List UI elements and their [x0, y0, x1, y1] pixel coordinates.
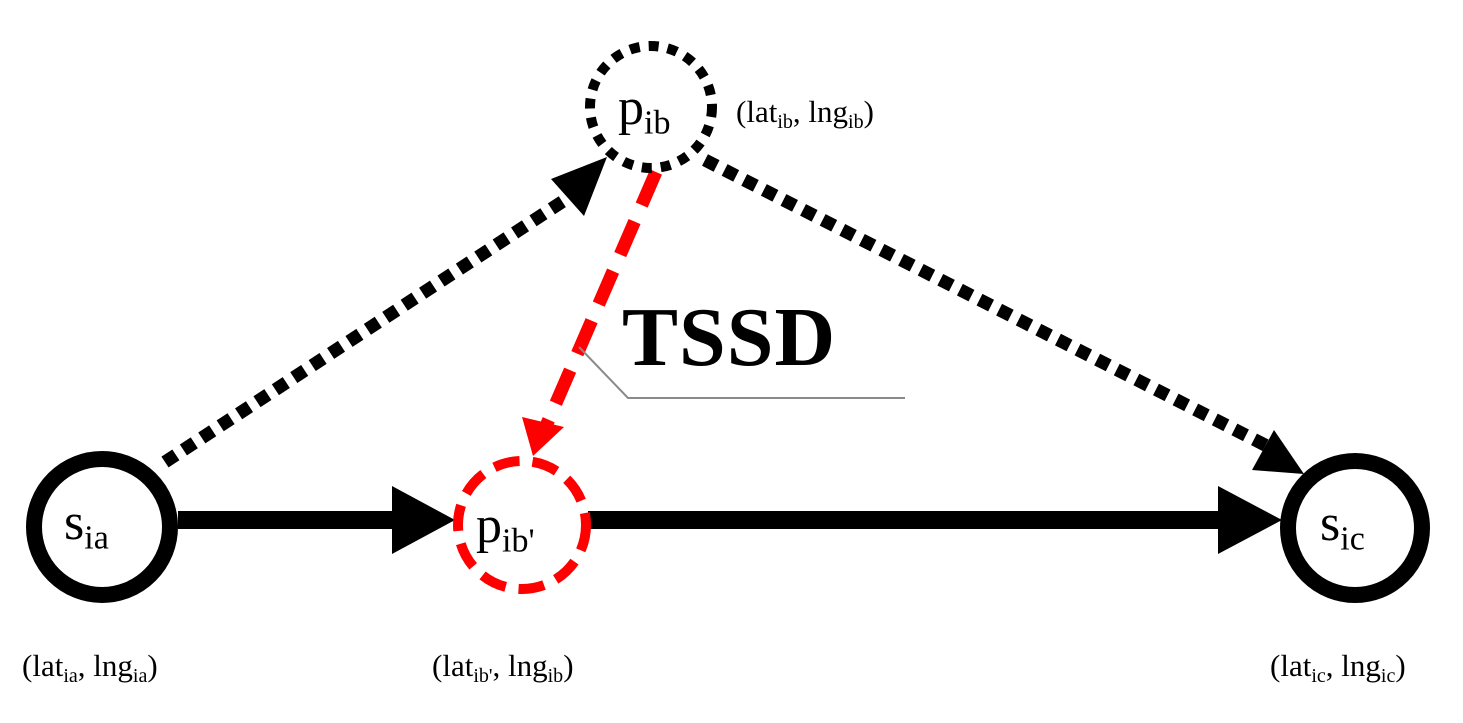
node-sic-main: s — [1320, 495, 1341, 552]
tssd-leader-line — [578, 346, 905, 399]
coord-pibp: (latib', lngib) — [432, 648, 574, 687]
coord-sic: (latic, lngic) — [1270, 648, 1406, 687]
arrowhead-to-sic-dotted — [1252, 430, 1304, 474]
coord-sic-lng: lng — [1341, 648, 1381, 683]
node-sia-sub: ia — [84, 519, 109, 557]
coord-pib-lat: lat — [746, 94, 778, 129]
node-pib-main: p — [618, 79, 644, 136]
coord-pib-lng-sub: ib — [848, 111, 864, 133]
dotted-edge-pib-to-sic — [702, 154, 1270, 452]
tssd-label: TSSD — [622, 291, 837, 384]
arrowhead-to-sic — [1218, 486, 1282, 554]
coord-pibp-lng-sub: ib — [547, 665, 564, 687]
arrowhead-to-pibp — [392, 486, 455, 554]
node-sic-label: sic — [1320, 495, 1365, 557]
coord-pibp-lat: lat — [442, 648, 474, 683]
coord-sia-lng: lng — [93, 648, 133, 683]
coord-sic-lat: lat — [1280, 648, 1312, 683]
coord-pibp-lng: lng — [508, 648, 548, 683]
node-pib-label: pib — [618, 79, 670, 141]
node-pib-circle — [585, 41, 717, 173]
node-pibp-circle — [453, 456, 591, 594]
tssd-shift-edge — [540, 169, 662, 429]
node-sia-circle — [26, 451, 178, 603]
coord-pib-lat-sub: ib — [777, 111, 793, 133]
coord-sia-lat: lat — [32, 648, 64, 683]
node-pibp-main: p — [476, 497, 502, 554]
dotted-edge-sia-to-pib — [161, 186, 581, 468]
node-pibp-sub: ib' — [502, 522, 535, 560]
coord-sia: (latia, lngia) — [22, 648, 158, 687]
node-pib-sub: ib — [644, 104, 671, 142]
coord-sic-lng-sub: ic — [1380, 665, 1396, 687]
coord-pib-lng: lng — [808, 94, 849, 129]
coord-pib: (latib, lngib) — [736, 94, 874, 133]
coord-sic-lat-sub: ic — [1311, 665, 1326, 687]
coord-sia-lng-sub: ia — [132, 665, 148, 687]
node-sia-main: s — [64, 494, 85, 551]
node-pibp-label: pib' — [476, 497, 535, 559]
arrowhead-to-pib — [551, 157, 607, 216]
node-sia-label: sia — [64, 494, 109, 556]
node-sic-circle — [1280, 453, 1430, 603]
coord-pibp-lat-sub: ib' — [473, 665, 493, 687]
node-sic-sub: ic — [1340, 520, 1365, 558]
tssd-arrowhead — [522, 417, 564, 456]
coord-sia-lat-sub: ia — [63, 665, 78, 687]
